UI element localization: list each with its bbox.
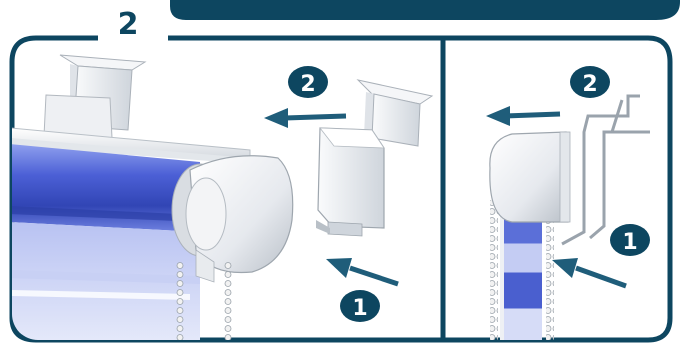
- arrow-press: [326, 258, 398, 284]
- right-panel: 2 1: [486, 66, 650, 345]
- end-cap-side: [490, 132, 570, 222]
- arrow-slide-out: [264, 108, 346, 128]
- arrow-press-side: [552, 258, 626, 286]
- callout-1-side-label: 1: [622, 230, 637, 255]
- callout-badge-2: 2: [288, 66, 328, 98]
- callout-2-side-label: 2: [582, 72, 597, 97]
- mounting-clip-removed: [316, 80, 432, 236]
- mounting-clip-installed: [44, 55, 145, 138]
- arrow-slide-out-side: [486, 106, 560, 126]
- callout-badge-1-side: 1: [610, 224, 650, 256]
- callout-badge-1: 1: [340, 290, 380, 322]
- callout-2-label: 2: [300, 72, 315, 97]
- callout-badge-2-side: 2: [570, 66, 610, 98]
- step-number: 2: [118, 7, 139, 42]
- left-panel: 2 1: [10, 55, 432, 345]
- callout-1-label: 1: [352, 296, 367, 321]
- bracket-profile: [562, 96, 650, 244]
- step-header: [60, 0, 680, 20]
- blind-fabric-roll: [10, 144, 200, 345]
